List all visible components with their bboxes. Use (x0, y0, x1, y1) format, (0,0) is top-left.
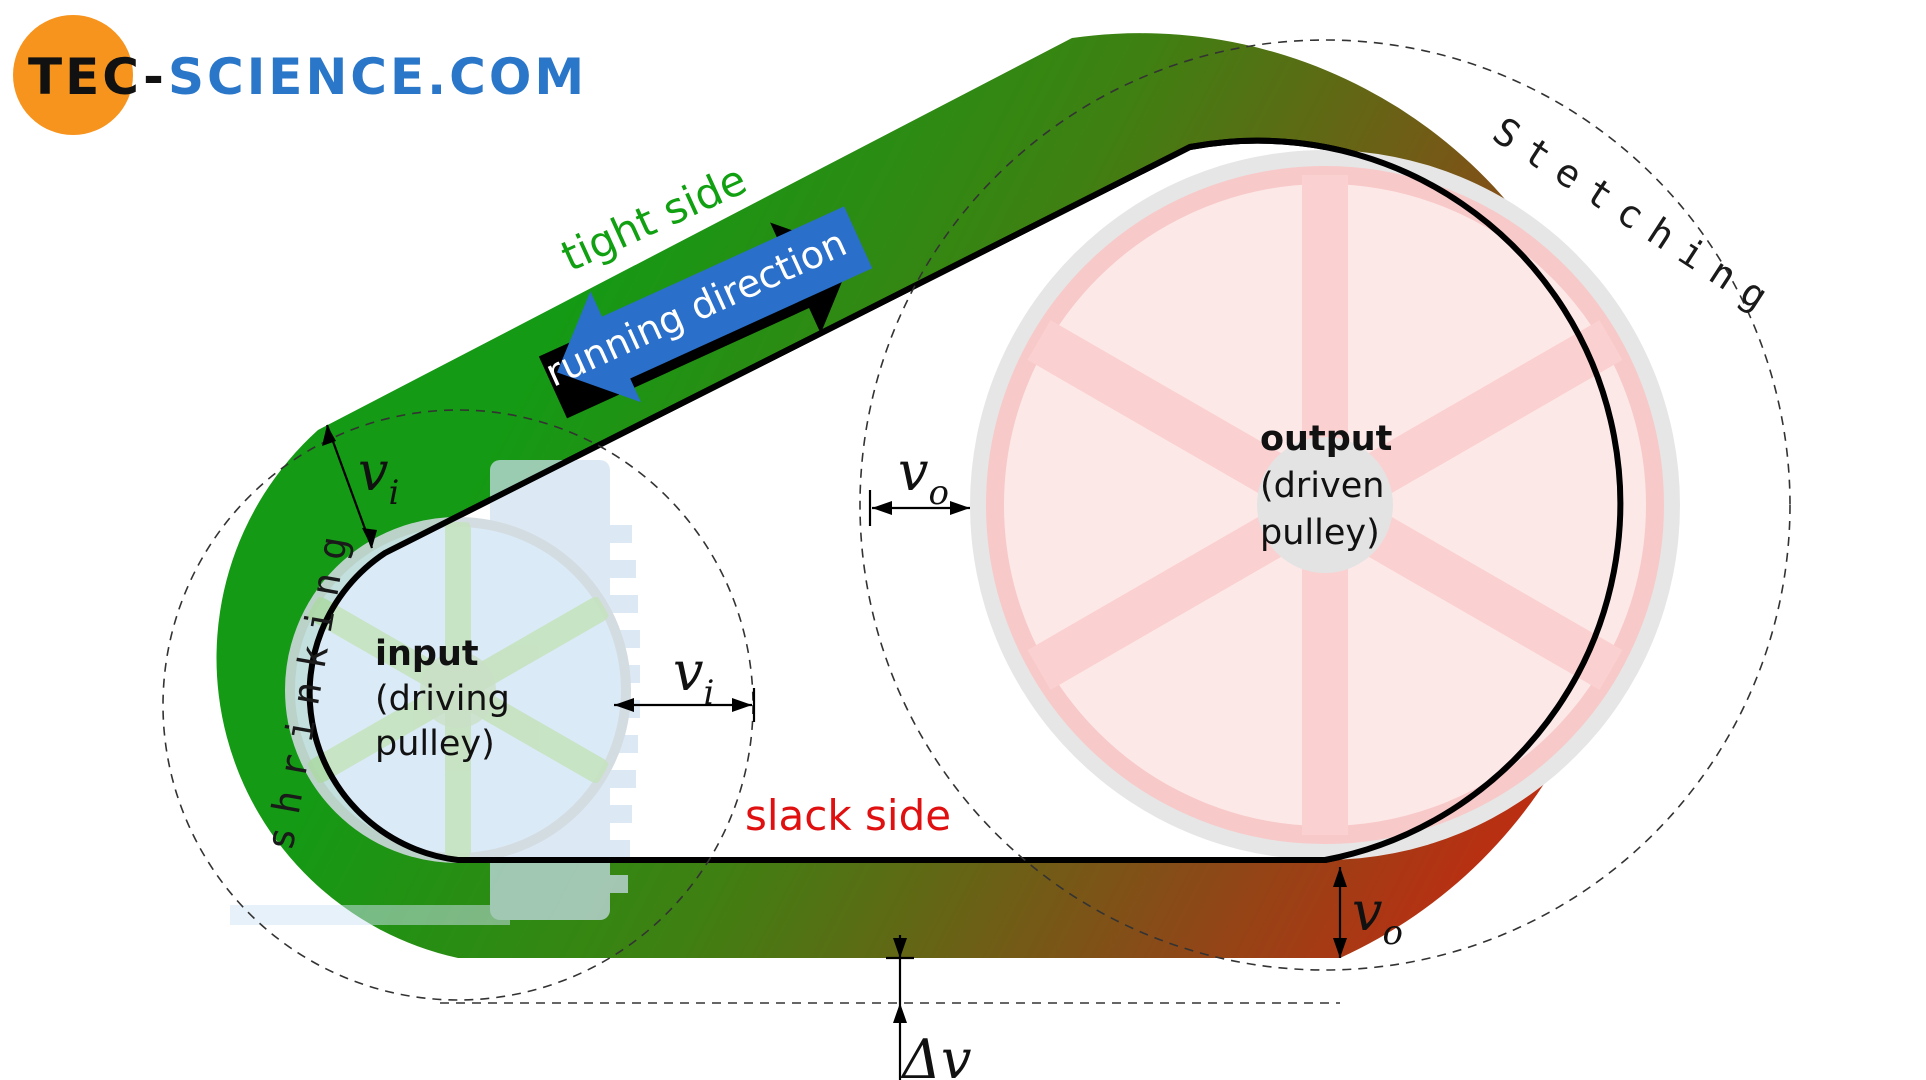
symbol-vi-mid: vi (673, 640, 714, 713)
output-pulley-line2: pulley) (1260, 513, 1380, 553)
symbol-vo-mid: vo (898, 440, 949, 513)
svg-text:vi: vi (358, 440, 399, 513)
symbol-vi-mid-sub: i (704, 673, 715, 713)
logo-orange-circle (13, 15, 133, 135)
input-pulley-line1: (driving (375, 679, 510, 719)
svg-text:vi: vi (673, 640, 714, 713)
dimension-arrows (322, 424, 1347, 1080)
symbol-vo-bottom-sub: o (1383, 913, 1403, 953)
svg-text:vo: vo (1352, 880, 1403, 953)
output-pulley-hub (1257, 437, 1393, 573)
symbol-vo-bottom: vo (1352, 880, 1403, 953)
slack-side-label: slack side (745, 791, 951, 840)
svg-text:vo: vo (898, 440, 949, 513)
symbol-delta-v: Δv (900, 1028, 972, 1080)
logo-text-part-b: SCIENCE.COM (168, 48, 587, 106)
site-logo[interactable]: TEC- SCIENCE.COM (13, 15, 587, 135)
belt-inner-edge-top (306, 137, 1624, 863)
symbol-vi-top: vi (358, 440, 399, 513)
symbol-vo-bottom-v: v (1352, 880, 1383, 943)
symbol-vo-mid-v: v (898, 440, 929, 503)
symbol-vi-top-v: v (358, 440, 389, 503)
output-pulley-caption: output (driven pulley) (1260, 419, 1392, 553)
logo-text-part-a: TEC- (28, 48, 167, 106)
output-pulley-line1: (driven (1260, 466, 1384, 506)
output-pulley-title: output (1260, 419, 1392, 459)
symbol-vi-mid-v: v (673, 640, 704, 703)
input-pulley-line2: pulley) (375, 724, 495, 764)
input-pulley-title: input (375, 634, 479, 674)
symbol-vi-top-sub: i (389, 473, 400, 513)
output-pulley (970, 150, 1680, 860)
symbol-vo-mid-sub: o (929, 473, 949, 513)
input-pulley (230, 460, 640, 925)
input-pulley-caption: input (driving pulley) (375, 634, 510, 764)
output-effective-circle (859, 39, 1791, 971)
input-pulley-hub (420, 652, 496, 728)
arrow-body (557, 206, 873, 403)
